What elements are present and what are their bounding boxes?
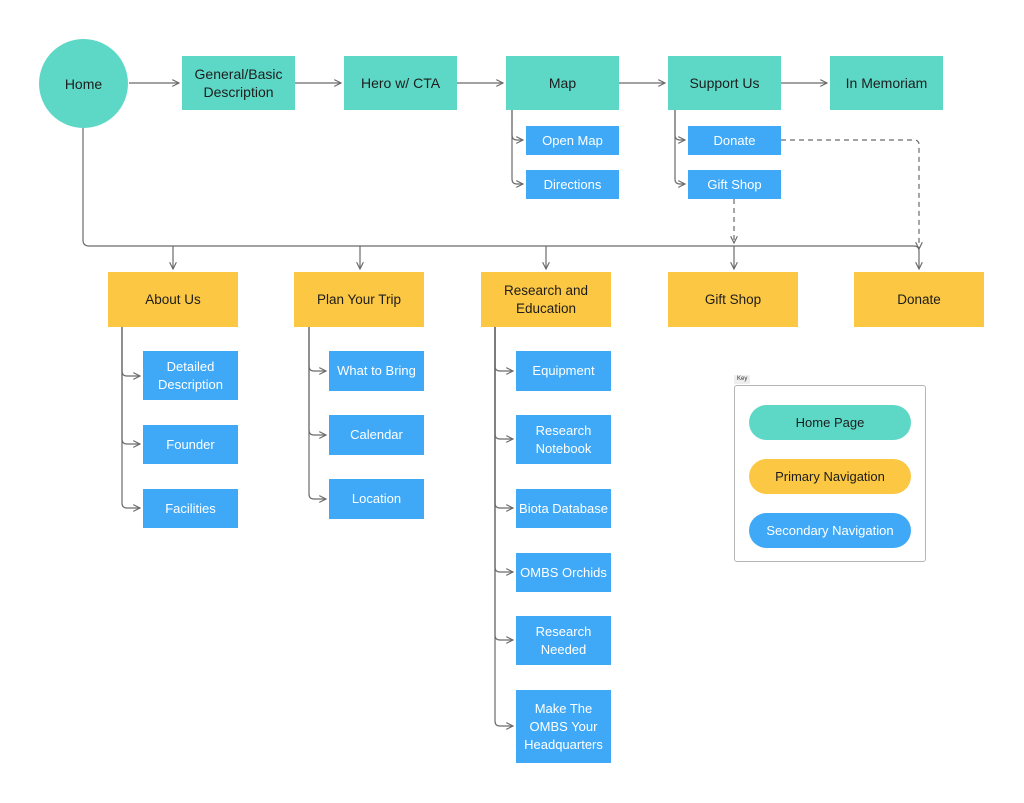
link-research-orchids	[494, 327, 513, 572]
node-donate-sub: Donate	[688, 126, 781, 155]
node-directions: Directions	[526, 170, 619, 199]
node-founder: Founder	[143, 425, 238, 464]
node-what-to-bring: What to Bring	[329, 351, 424, 391]
link-research-headquarters	[494, 327, 513, 726]
link-map-directions	[511, 110, 523, 184]
link-about-detailed	[121, 327, 140, 376]
link-plan-bring	[308, 327, 326, 371]
node-donate: Donate	[854, 272, 984, 327]
node-facilities: Facilities	[143, 489, 238, 528]
link-support-donate	[674, 110, 685, 140]
link-plan-calendar	[308, 327, 326, 435]
node-calendar: Calendar	[329, 415, 424, 455]
link-research-biota	[494, 327, 513, 508]
node-make-ombs-headquarters: Make The OMBS Your Headquarters	[516, 690, 611, 763]
node-research-education: Research and Education	[481, 272, 611, 327]
link-research-notebook	[494, 327, 513, 439]
key-tag: Key	[734, 375, 751, 384]
node-about-us: About Us	[108, 272, 238, 327]
node-location: Location	[329, 479, 424, 519]
node-research-notebook: Research Notebook	[516, 415, 611, 464]
node-general-description: General/Basic Description	[182, 56, 295, 110]
node-plan-your-trip: Plan Your Trip	[294, 272, 424, 327]
node-equipment: Equipment	[516, 351, 611, 391]
node-gift-shop: Gift Shop	[668, 272, 798, 327]
link-map-openmap	[511, 110, 523, 140]
node-map: Map	[506, 56, 619, 110]
key-home-page: Home Page	[749, 405, 911, 440]
node-biota-database: Biota Database	[516, 489, 611, 528]
node-ombs-orchids: OMBS Orchids	[516, 553, 611, 592]
link-donate-sub-to-donate	[781, 139, 919, 249]
node-open-map: Open Map	[526, 126, 619, 155]
link-about-facilities	[121, 327, 140, 508]
link-home-bus	[82, 128, 920, 252]
key-primary-navigation: Primary Navigation	[749, 459, 911, 494]
link-support-giftshop	[674, 110, 685, 184]
key-secondary-navigation: Secondary Navigation	[749, 513, 911, 548]
link-about-founder	[121, 327, 140, 444]
node-research-needed: Research Needed	[516, 616, 611, 665]
node-home: Home	[39, 39, 128, 128]
node-hero-cta: Hero w/ CTA	[344, 56, 457, 110]
link-plan-location	[308, 327, 326, 499]
link-research-needed	[494, 327, 513, 640]
node-in-memoriam: In Memoriam	[830, 56, 943, 110]
link-research-equipment	[494, 327, 513, 371]
node-giftshop-sub: Gift Shop	[688, 170, 781, 199]
node-detailed-description: Detailed Description	[143, 351, 238, 400]
node-support-us: Support Us	[668, 56, 781, 110]
